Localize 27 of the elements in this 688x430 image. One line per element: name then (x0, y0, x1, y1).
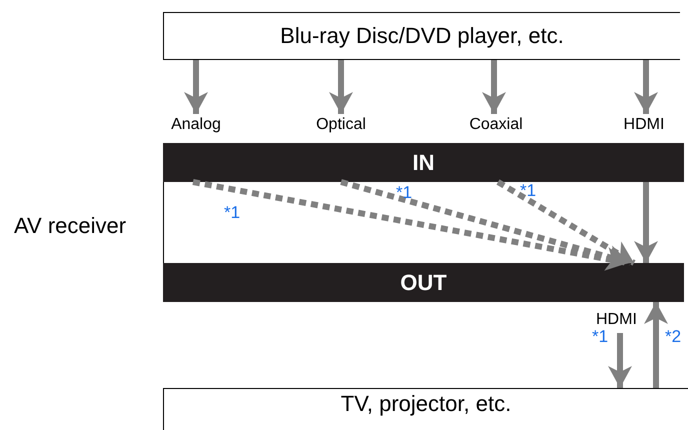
signal-arrow (329, 60, 353, 114)
band-label: IN (412, 149, 434, 177)
footnote-mark: *2 (665, 328, 682, 345)
device-box (163, 388, 688, 430)
connector-label: HDMI (612, 114, 676, 136)
footnote-mark: *1 (520, 182, 536, 199)
connector-label: Analog (160, 114, 232, 136)
footnote-mark: *1 (592, 328, 608, 345)
signal-band (163, 143, 684, 182)
signal-arrow (184, 60, 208, 114)
connector-label: Optical (302, 114, 380, 136)
band-label: OUT (400, 269, 447, 297)
signal-arrow (634, 60, 658, 114)
footnote-mark: *1 (396, 184, 412, 201)
signal-band (163, 263, 684, 302)
signal-arrow (634, 182, 658, 263)
device-box (163, 12, 680, 60)
device-label: TV, projector, etc. (340, 393, 512, 415)
device-label: Blu-ray Disc/DVD player, etc. (280, 25, 564, 47)
signal-arrow (482, 60, 506, 114)
receiver-label: AV receiver (14, 212, 126, 240)
signal-arrow (340, 179, 631, 269)
footnote-mark: *1 (224, 204, 240, 221)
connector-label: HDMI (596, 310, 637, 330)
signal-arrow (496, 179, 636, 266)
connector-label: Coaxial (456, 114, 536, 136)
signal-arrow (644, 302, 668, 388)
